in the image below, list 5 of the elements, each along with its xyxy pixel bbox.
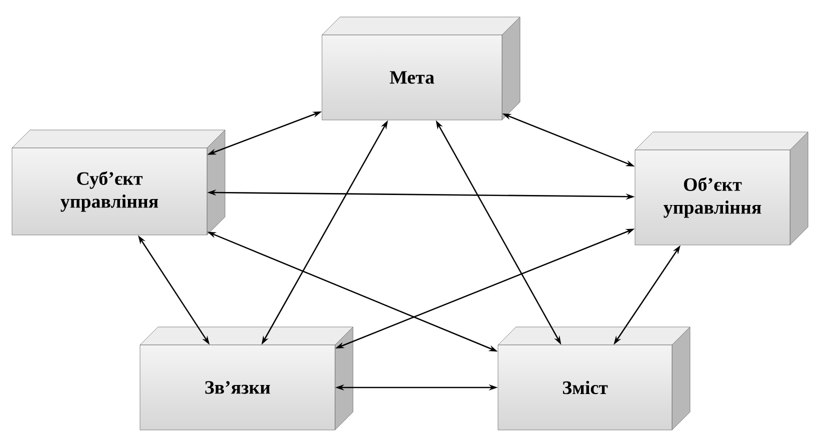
box: Суб’єкт управління xyxy=(12,130,226,236)
box: Об’єкт управління xyxy=(634,132,808,246)
box: Зміст xyxy=(498,326,690,430)
box: Мета xyxy=(322,16,520,120)
box: Зв’язки xyxy=(140,326,354,430)
